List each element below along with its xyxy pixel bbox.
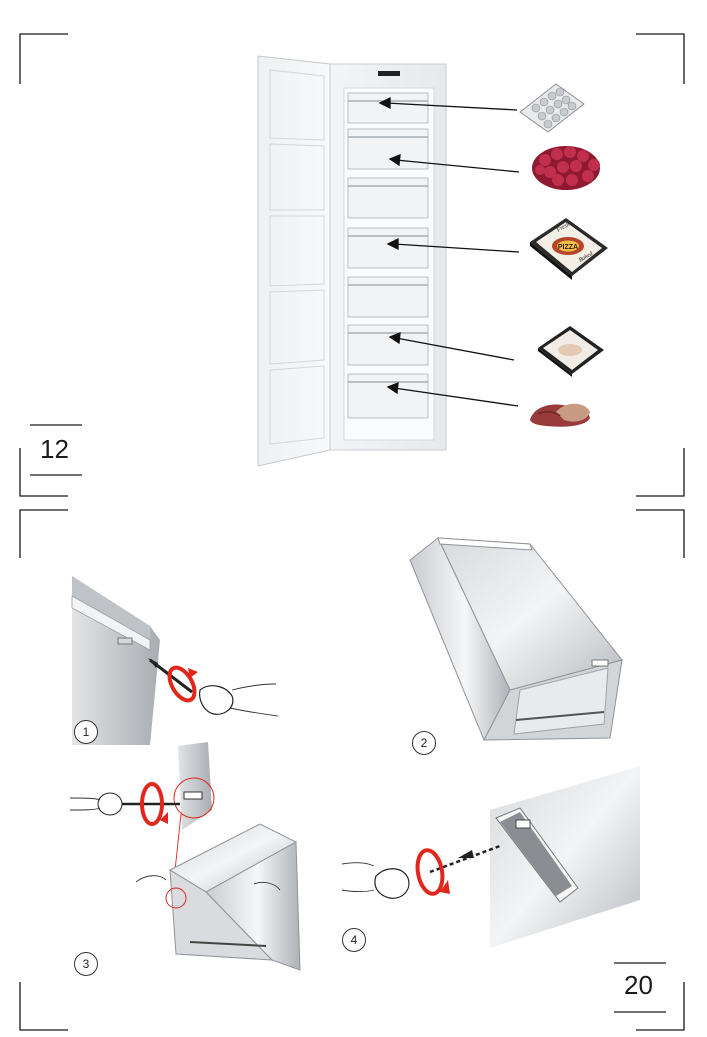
drawer-7: [347, 373, 429, 419]
drawer-5: [347, 276, 429, 318]
step-3-badge: 3: [74, 952, 98, 976]
berries-icon: [532, 146, 600, 190]
page-number-top: 12: [40, 434, 69, 464]
crop-mark-mid2-right: [636, 509, 685, 558]
step-4-badge: 4: [342, 928, 366, 952]
step-1-badge: 1: [74, 720, 98, 744]
step-3-illustration: [69, 742, 301, 971]
drawer-3: [347, 177, 429, 219]
pizza-box-icon: PIZZA Fresh Baked: [530, 218, 608, 280]
crop-mark-bottom-left: [19, 982, 68, 1031]
crop-mark-mid2-left: [19, 509, 68, 558]
drawer-6: [347, 324, 429, 366]
pizza-label: PIZZA: [558, 244, 578, 251]
page-number-bottom: 20: [624, 970, 653, 1000]
step-4-illustration: [341, 766, 640, 948]
drawer-1: [347, 92, 429, 124]
control-panel: [378, 71, 400, 76]
frozen-food-box-icon: [538, 326, 604, 377]
crop-mark-top-right: [636, 33, 685, 84]
step-1-illustration: [71, 576, 279, 745]
crop-mark-mid-right: [636, 448, 685, 497]
crop-mark-mid-left: [19, 448, 68, 497]
meat-icon: [530, 403, 590, 427]
step-2-illustration: [409, 537, 623, 742]
drawer-4: [347, 227, 429, 269]
step-2-badge: 2: [412, 731, 436, 755]
crop-mark-bottom-right: [636, 982, 685, 1031]
ice-cube-tray-icon: [519, 83, 585, 133]
crop-mark-top-left: [19, 33, 68, 84]
